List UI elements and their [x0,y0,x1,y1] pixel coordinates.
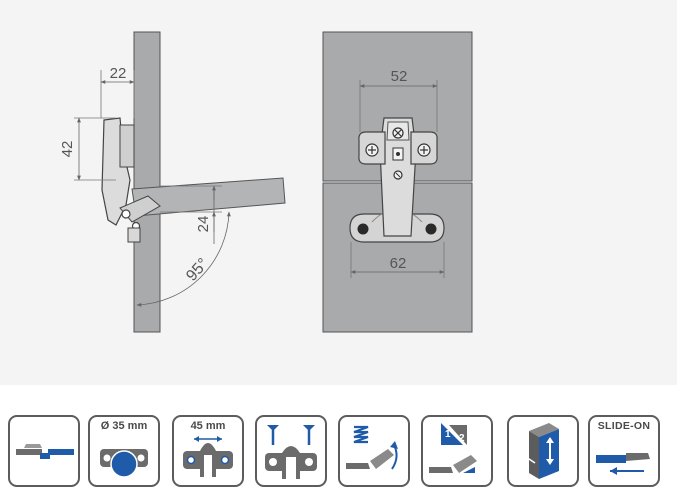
spring-close-icon [338,415,410,487]
dim-52-label: 52 [391,68,408,85]
svg-text:2: 2 [459,433,465,444]
side-view: 22 42 24 95° [59,31,286,333]
angle-label: 95° [183,255,212,284]
dim-62-label: 62 [390,255,407,272]
feature-icon-strip: Ø 35 mm 45 mm [0,385,677,500]
height-adjust-icon [507,415,579,487]
half-overlay-icon [8,415,80,487]
front-view: 52 62 [322,31,473,333]
dim-42-label: 42 [59,141,76,158]
screw-fixing-icon [255,415,327,487]
dim-24-label: 24 [195,216,212,233]
svg-text:1: 1 [445,429,451,440]
adjust-screw-top [392,127,404,139]
cup-screw-right [417,143,431,157]
plate-distance-label: 45 mm [190,420,226,432]
cup-screw-left [365,143,379,157]
cup-diameter-label: Ø 35 mm [100,420,148,432]
cup-35mm-icon: Ø 35 mm [88,415,160,487]
angle-arc [136,211,231,307]
cabinet-side-panel [133,31,161,333]
plate-45mm-icon: 45 mm [172,415,244,487]
two-way-adjust-icon: 1 2 [421,415,493,487]
slide-on-label: SLIDE-ON [597,420,651,432]
slide-on-icon: SLIDE-ON [588,415,660,487]
dim-22-label: 22 [110,65,127,82]
hinge-technical-drawing: 22 42 24 95° [59,31,473,333]
